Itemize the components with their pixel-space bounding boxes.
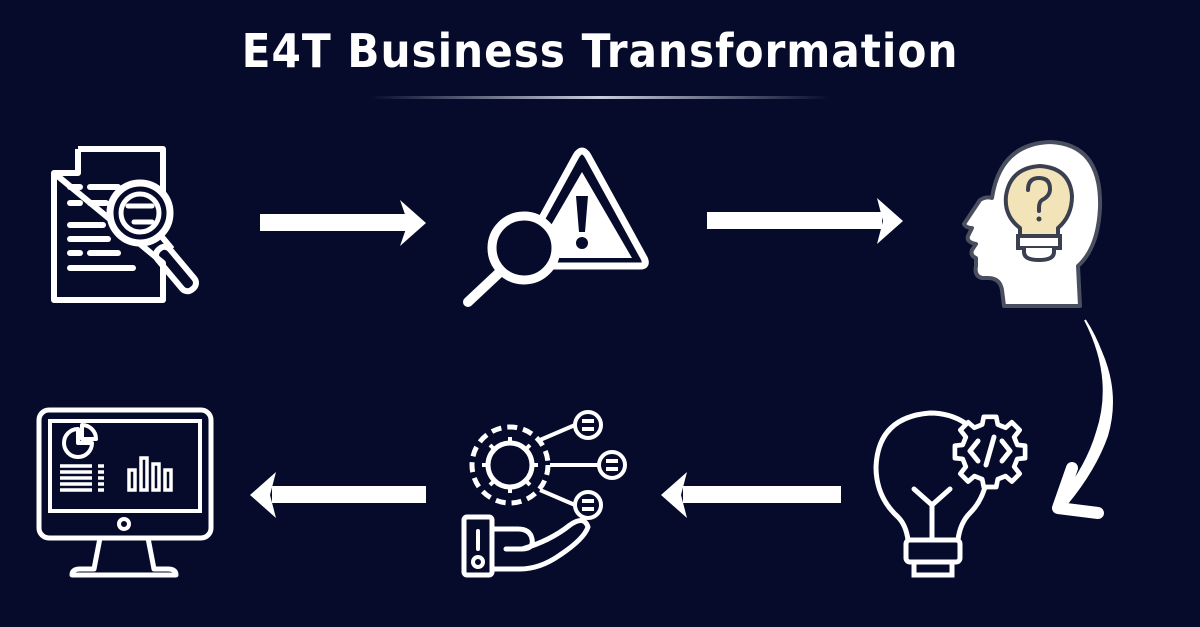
document-search-icon bbox=[51, 146, 199, 303]
title-underline bbox=[370, 96, 830, 99]
head-question-bulb-icon bbox=[962, 140, 1103, 308]
bulb-code-gear-icon bbox=[873, 410, 1028, 578]
arrow-right-icon bbox=[707, 198, 903, 244]
step-5-implementation bbox=[460, 405, 630, 580]
arrow-right-1 bbox=[258, 198, 428, 248]
risk-analysis-icon bbox=[463, 147, 649, 307]
arrow-right-2 bbox=[705, 196, 905, 246]
curved-arrow-down-left-icon bbox=[1052, 319, 1113, 519]
arrow-left-icon bbox=[661, 472, 841, 518]
step-6-monitoring bbox=[36, 407, 216, 582]
monitor-dashboard-icon bbox=[36, 407, 214, 578]
step-1-document-search bbox=[48, 145, 218, 305]
hand-gear-options-icon bbox=[461, 410, 627, 578]
step-4-solution-dev bbox=[870, 405, 1040, 580]
arrow-left-4 bbox=[655, 470, 845, 520]
arrow-curved-3 bbox=[1050, 318, 1160, 523]
arrow-left-icon bbox=[250, 472, 426, 518]
arrow-left-5 bbox=[244, 470, 429, 520]
step-2-risk-analysis bbox=[458, 147, 653, 308]
page-title: E4T Business Transformation bbox=[241, 24, 959, 78]
arrow-right-icon bbox=[260, 200, 426, 246]
step-3-idea-question bbox=[960, 138, 1110, 313]
